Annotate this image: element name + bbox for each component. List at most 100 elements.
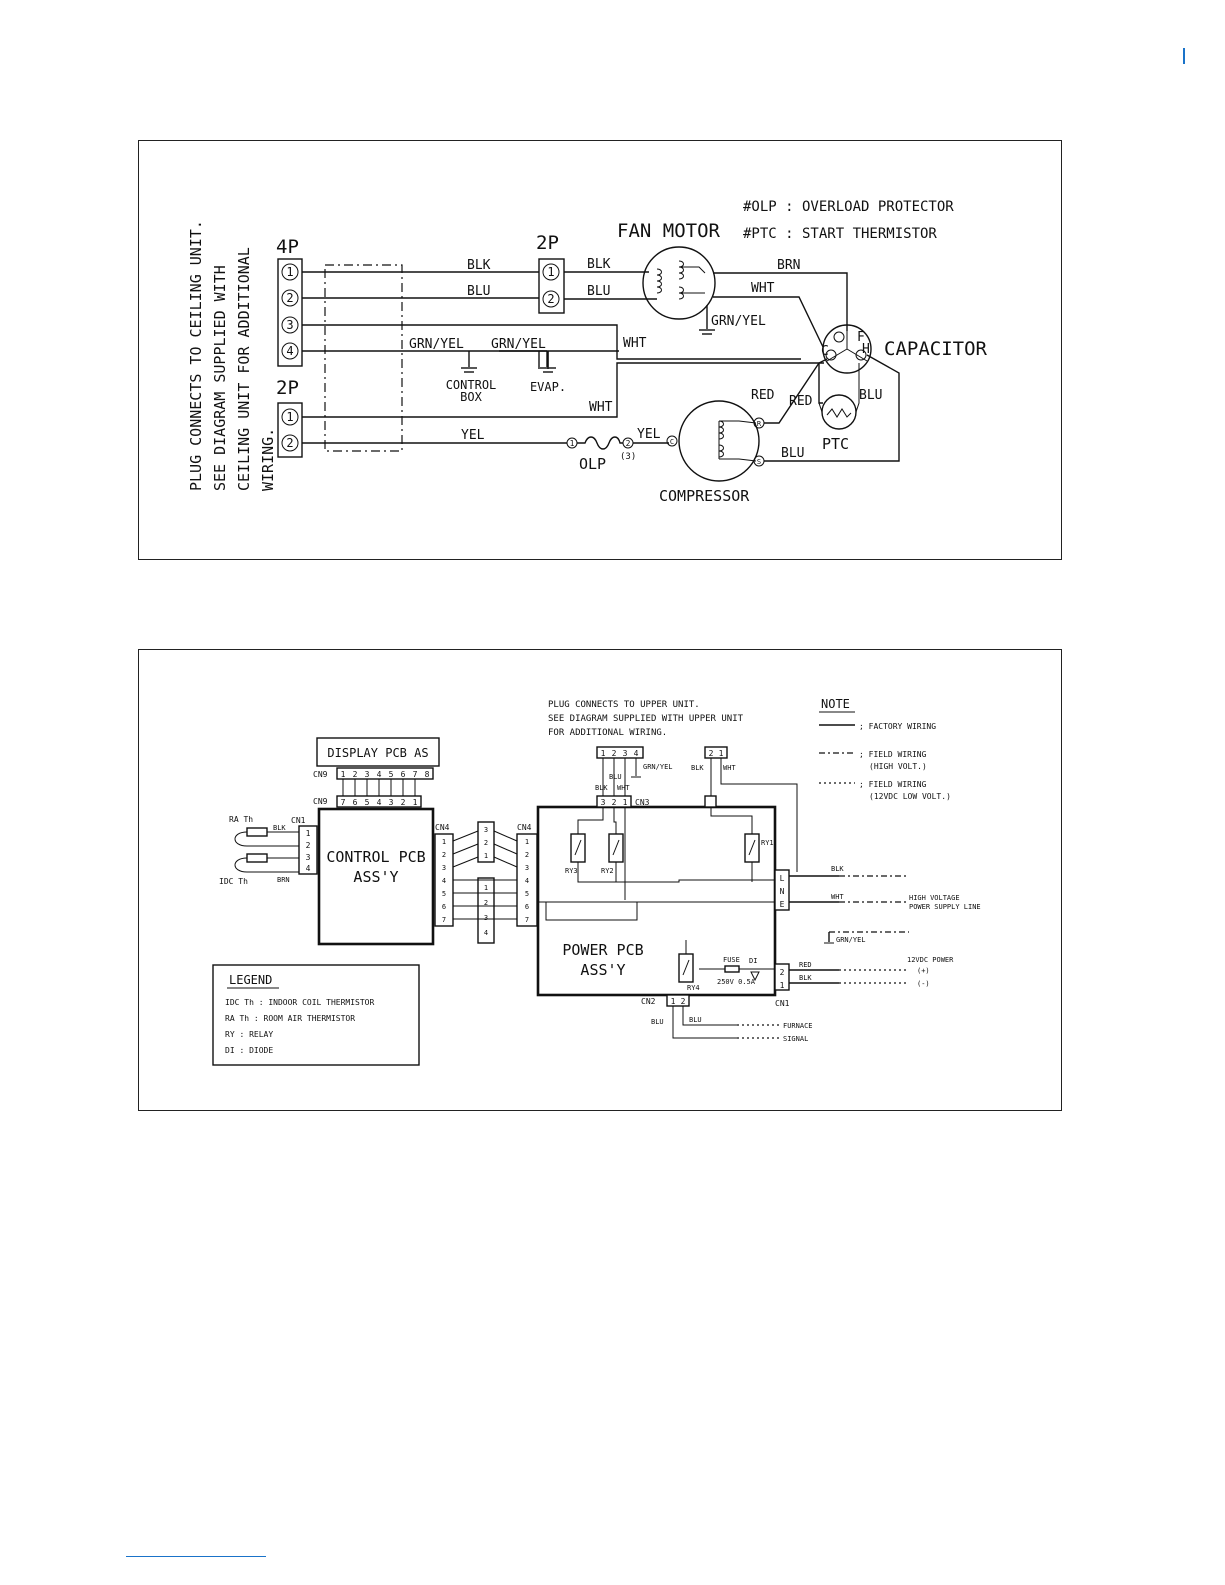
cn9b-2: 2 (401, 798, 406, 807)
control-box-ground: CONTROL BOX (446, 351, 497, 404)
wire-wht-fan: WHT (751, 281, 775, 296)
p2-2: 2 (709, 749, 714, 758)
cn1-power-connector (774, 963, 790, 991)
fuse: FUSE 250V 0.5A (699, 956, 775, 986)
cn9t-3: 3 (365, 770, 370, 779)
cn4-power-label: CN4 (517, 823, 532, 832)
cn4l-4: 4 (442, 877, 446, 885)
cn4l-7: 7 (442, 916, 446, 924)
olp-overload-protector: 1 2 OLP (3) (566, 436, 636, 473)
cap-terminal-c: C (821, 344, 829, 359)
control-label: CONTROL (446, 378, 497, 392)
upper-unit-wiring-diagram: PLUG CONNECTS TO CEILING UNIT. SEE DIAGR… (138, 140, 1062, 560)
capacitor: F C H (821, 324, 872, 374)
dc-plus: (+) (917, 967, 930, 975)
control-pcb-label: CONTROL PCB (326, 848, 425, 866)
hb-1: 1 (484, 884, 488, 892)
p4-1: 1 (601, 749, 606, 758)
hb-3: 3 (484, 914, 488, 922)
terminal-block-lne (774, 869, 790, 911)
wire-blu-p4: BLU (609, 773, 622, 781)
pin-4p-2: 2 (286, 291, 293, 305)
dc-power-label: 12VDC POWER (907, 956, 954, 964)
cn4-harness-wires (452, 830, 518, 920)
cn1c-3: 3 (306, 853, 311, 862)
evap-label: EVAP. (530, 380, 566, 394)
cn4-pin-labels: 1 2 3 4 5 6 7 1 2 3 4 5 6 7 (442, 838, 529, 924)
cn9b-6: 6 (353, 798, 358, 807)
pin-2p-mid-2: 2 (547, 292, 554, 306)
wire-yel-2: YEL (637, 427, 661, 442)
cn2-label: CN2 (641, 997, 656, 1006)
cn9t-7: 7 (413, 770, 418, 779)
signal-label: SIGNAL (783, 1035, 808, 1043)
evap-ground: EVAP. (530, 351, 566, 394)
legend-ra: RA Th : ROOM AIR THERMISTOR (225, 1014, 355, 1023)
plug-note-2: SEE DIAGRAM SUPPLIED WITH UPPER UNIT (548, 714, 744, 724)
cn9b-7: 7 (341, 798, 346, 807)
note-title: NOTE (821, 697, 850, 711)
cn1-control-label: CN1 (291, 816, 306, 825)
plug-4p-lower (596, 746, 644, 759)
legend-box: LEGEND IDC Th : INDOOR COIL THERMISTOR R… (212, 964, 420, 1066)
wire-blu-cn2a: BLU (651, 1018, 664, 1026)
cn2-1: 1 (671, 997, 676, 1006)
cn4r-1: 1 (525, 838, 529, 846)
olp-label: OLP (579, 455, 606, 473)
cn9t-2: 2 (353, 770, 358, 779)
pin-4p-3: 3 (286, 318, 293, 332)
cap-terminal-f: F (857, 330, 865, 345)
legend-ptc: #PTC : START THERMISTOR (743, 226, 937, 242)
wire-wht-p2: WHT (723, 764, 736, 772)
hv-label-1: HIGH VOLTAGE (909, 894, 960, 902)
cn9t-4: 4 (377, 770, 382, 779)
diode-symbol (750, 971, 760, 982)
connector-2p-mid: 1 2 (538, 258, 565, 314)
connector-2p-mid-label: 2P (536, 232, 559, 254)
wire-brn: BRN (777, 258, 800, 273)
idc-thermistor: IDC Th BRN (219, 853, 299, 886)
cn3-2: 2 (612, 798, 617, 807)
wiring-note: NOTE ; FACTORY WIRING ; FIELD WIRING (HI… (819, 697, 951, 801)
fuse-label: FUSE (723, 956, 740, 964)
cn9-top-label: CN9 (313, 770, 328, 779)
pin-2p-1: 1 (286, 410, 293, 424)
cn-single-pin (704, 795, 717, 808)
cn9-bottom-label: CN9 (313, 797, 328, 806)
control-pcb: CONTROL PCB ASS'Y (317, 807, 435, 946)
wire-grn-yel-fan: GRN/YEL (711, 314, 766, 329)
cn9b-3: 3 (389, 798, 394, 807)
cn9b-5: 5 (365, 798, 370, 807)
ptc-label: PTC (822, 435, 849, 453)
wire-blu-2: BLU (587, 284, 610, 299)
pin-2p-2: 2 (286, 436, 293, 450)
wire-blk-p2: BLK (691, 764, 704, 772)
connector-2p-lower: 1 2 (277, 402, 303, 458)
furnace-label: FURNACE (783, 1022, 813, 1030)
note-line-4: WIRING. (259, 428, 277, 491)
cn3-1: 1 (623, 798, 628, 807)
page-marker (1183, 48, 1185, 64)
power-pcb-traces (537, 807, 775, 954)
note-line-1: PLUG CONNECTS TO CEILING UNIT. (187, 220, 205, 491)
plug-enclosure (324, 264, 403, 452)
note-line-2: SEE DIAGRAM SUPPLIED WITH (211, 265, 229, 491)
note-lv: (12VDC LOW VOLT.) (869, 792, 951, 801)
wire-yel-1: YEL (461, 428, 485, 443)
cn4-control-label: CN4 (435, 823, 450, 832)
cn4r-5: 5 (525, 890, 529, 898)
cn4r-6: 6 (525, 903, 529, 911)
cn4r-2: 2 (525, 851, 529, 859)
comp-terminal-c: C (670, 438, 674, 446)
cn4r-3: 3 (525, 864, 529, 872)
cn4r-4: 4 (525, 877, 529, 885)
ra-th-label: RA Th (229, 815, 253, 824)
compressor-label: COMPRESSOR (659, 487, 750, 505)
ra-thermistor: RA Th BLK (229, 815, 299, 847)
legend-title: LEGEND (229, 973, 272, 987)
note-factory: ; FACTORY WIRING (859, 722, 936, 731)
wire-blk-l: BLK (831, 865, 844, 873)
cn1c-4: 4 (306, 864, 311, 873)
cn4r-7: 7 (525, 916, 529, 924)
cn3-label: CN3 (635, 798, 650, 807)
